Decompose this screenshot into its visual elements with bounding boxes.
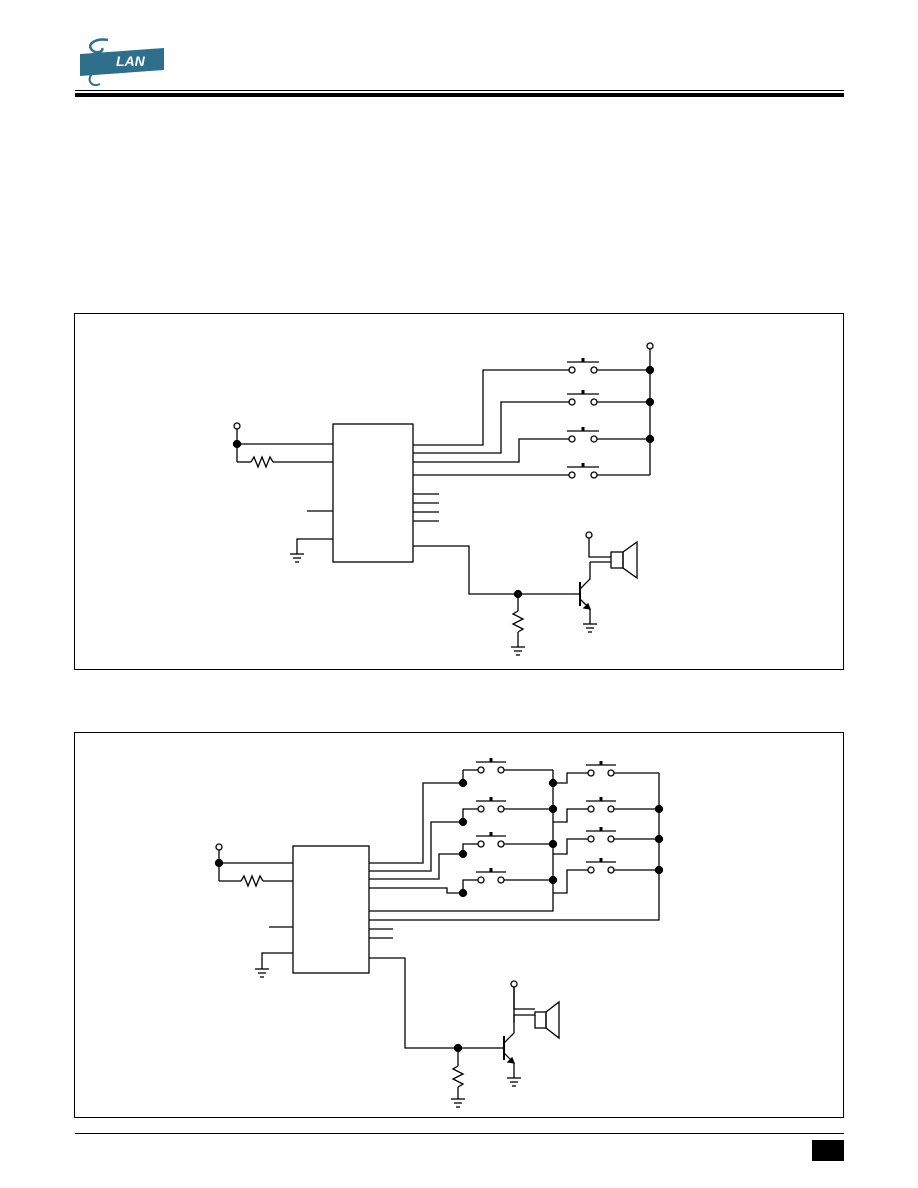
ic-chip bbox=[332, 423, 414, 563]
junction bbox=[654, 865, 664, 875]
speaker-wire bbox=[588, 538, 611, 558]
transistor-emitter bbox=[579, 598, 591, 624]
speaker-icon bbox=[610, 551, 624, 569]
junction bbox=[654, 804, 664, 814]
junction bbox=[458, 888, 468, 898]
vdd-terminal bbox=[233, 422, 241, 430]
resistor bbox=[240, 874, 264, 888]
logo-graphic: LAN bbox=[80, 38, 164, 86]
speaker-cone bbox=[622, 540, 638, 580]
junction bbox=[458, 778, 468, 788]
junction bbox=[214, 858, 224, 868]
key-line-1 bbox=[413, 369, 569, 446]
push-button-3 bbox=[567, 427, 599, 443]
transistor-collector bbox=[503, 1015, 515, 1044]
header-rule-thick bbox=[75, 93, 844, 97]
column-line-1 bbox=[369, 770, 554, 912]
row-line-4 bbox=[369, 887, 463, 894]
resistor bbox=[250, 455, 274, 469]
column-line-2 bbox=[369, 773, 660, 921]
speaker-wire bbox=[513, 1014, 535, 1023]
junction bbox=[548, 875, 558, 885]
emitter-arrow bbox=[582, 602, 592, 610]
footer-rule bbox=[75, 1133, 844, 1134]
schematic-a bbox=[232, 342, 655, 656]
bus-terminal bbox=[646, 342, 654, 350]
gnd-wire bbox=[296, 538, 333, 554]
junction bbox=[232, 439, 242, 449]
page-number-badge bbox=[812, 1140, 844, 1161]
junction bbox=[645, 434, 655, 444]
push-button-6 bbox=[553, 797, 659, 823]
logo-swirl-bottom bbox=[88, 73, 101, 86]
junction bbox=[458, 849, 468, 859]
junction bbox=[548, 804, 558, 814]
push-button-1 bbox=[462, 758, 553, 783]
audio-out-wire bbox=[413, 545, 575, 595]
junction bbox=[645, 365, 655, 375]
circuit-panel-a bbox=[74, 313, 844, 670]
key-line-3 bbox=[413, 438, 569, 463]
vdd-terminal bbox=[585, 531, 593, 539]
push-button-2 bbox=[567, 390, 599, 406]
push-button-3 bbox=[462, 832, 553, 854]
junction bbox=[654, 834, 664, 844]
elan-logo: LAN bbox=[78, 34, 166, 90]
junction bbox=[548, 778, 558, 788]
push-button-1 bbox=[567, 358, 599, 374]
gnd-wire bbox=[261, 952, 293, 969]
push-button-4 bbox=[567, 463, 599, 479]
logo-banner bbox=[80, 48, 164, 76]
speaker-wire bbox=[513, 987, 535, 1010]
row-line-1 bbox=[369, 782, 463, 864]
key-line-2 bbox=[413, 401, 569, 454]
emitter-arrow bbox=[506, 1056, 516, 1064]
junction bbox=[458, 817, 468, 827]
push-button-7 bbox=[553, 827, 659, 855]
junction bbox=[548, 839, 558, 849]
transistor-collector bbox=[579, 562, 591, 590]
schematic-b bbox=[214, 758, 664, 1108]
vdd-terminal bbox=[215, 843, 223, 851]
row-line-2 bbox=[369, 821, 463, 872]
resistor bbox=[511, 610, 525, 633]
resistor bbox=[451, 1065, 465, 1088]
row-line-3 bbox=[369, 853, 463, 880]
push-button-2 bbox=[462, 797, 553, 822]
speaker-icon bbox=[534, 1011, 547, 1029]
push-button-4 bbox=[462, 868, 553, 893]
push-button-8 bbox=[553, 858, 659, 894]
speaker-cone bbox=[545, 1000, 560, 1040]
header-rule-thin bbox=[75, 90, 844, 91]
transistor-emitter bbox=[503, 1052, 515, 1078]
audio-out-wire bbox=[369, 957, 495, 1049]
junction bbox=[645, 397, 655, 407]
logo-swirl-top bbox=[86, 38, 109, 75]
push-button-5 bbox=[553, 761, 659, 784]
vdd-terminal bbox=[510, 980, 518, 988]
logo-text: LAN bbox=[116, 53, 146, 69]
ic-chip bbox=[292, 845, 370, 974]
circuit-panel-b bbox=[74, 732, 844, 1118]
